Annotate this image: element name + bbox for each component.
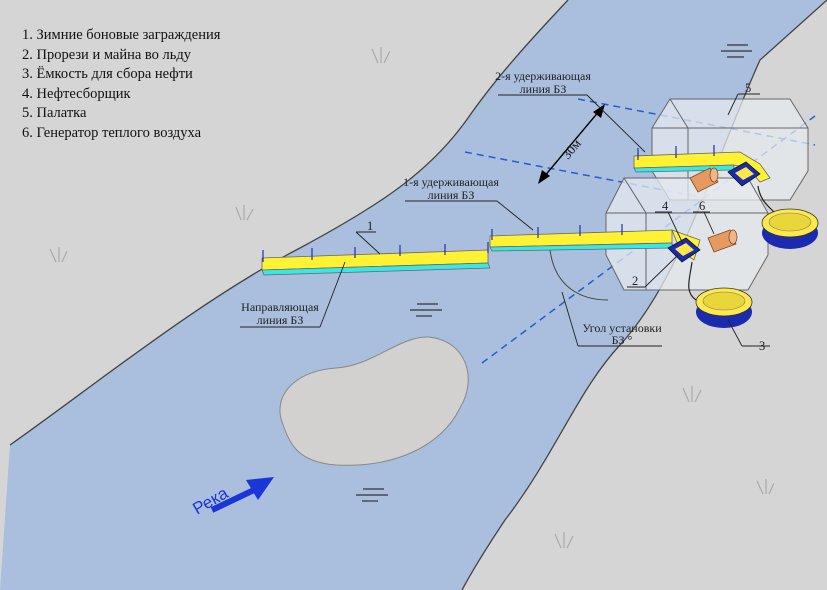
- callout-2: 2: [632, 274, 638, 288]
- angle-arc: [549, 249, 609, 301]
- oil-tank-upper: [761, 208, 819, 249]
- legend-item: 5. Палатка: [22, 105, 87, 122]
- leader-line: [561, 291, 579, 347]
- distance-arrow: [538, 104, 605, 184]
- legend-item: 3. Ёмкость для сбора нефти: [22, 66, 193, 83]
- leader-line: [496, 200, 534, 231]
- leader-line: [586, 94, 646, 153]
- callout-1: 1: [367, 219, 373, 233]
- legend-item: 2. Прорези и майна во льду: [22, 46, 192, 63]
- boom-posts: [262, 145, 715, 262]
- hose-upper: [757, 185, 775, 213]
- label-first-holding-line-2: линия БЗ: [428, 188, 475, 202]
- label-first-holding-line-1: 1-я удерживающая: [403, 175, 499, 189]
- skimmer-upper: [727, 161, 761, 187]
- skimmer-lower: [667, 237, 701, 263]
- oil-tank-lower: [695, 287, 753, 328]
- leader-line: [319, 261, 346, 328]
- guiding-boom: [261, 249, 491, 276]
- water-marks: [356, 44, 752, 502]
- legend: 1. Зимние боновые заграждения 2. Прорези…: [22, 26, 220, 144]
- tent-lower: [605, 177, 769, 291]
- river-flow-arrow: [210, 477, 274, 513]
- callout-3: 3: [759, 339, 765, 353]
- label-angle-2: БЗ °: [612, 333, 633, 347]
- legend-item: 4. Нефтесборщик: [22, 85, 131, 102]
- legend-item: 6. Генератор теплого воздуха: [22, 124, 202, 141]
- callout-4: 4: [662, 199, 669, 213]
- label-angle-1: Угол установки: [582, 321, 662, 335]
- ice-island: [279, 336, 469, 466]
- grass-tufts: [49, 47, 775, 549]
- hose-lower: [688, 261, 697, 301]
- callout-5: 5: [745, 81, 751, 95]
- legend-item: 1. Зимние боновые заграждения: [22, 27, 221, 43]
- label-second-holding-line-1: 2-я удерживающая: [495, 69, 591, 83]
- label-guiding-line-1: Направляющая: [241, 300, 319, 314]
- generator-lower: [707, 229, 738, 253]
- label-second-holding-line-2: линия БЗ: [520, 82, 567, 96]
- callout-leaders: [355, 93, 770, 347]
- label-guiding-line-2: линия БЗ: [257, 313, 304, 327]
- left-bank-edge: [9, 0, 569, 446]
- callout-6: 6: [699, 199, 705, 213]
- generator-upper: [689, 167, 719, 193]
